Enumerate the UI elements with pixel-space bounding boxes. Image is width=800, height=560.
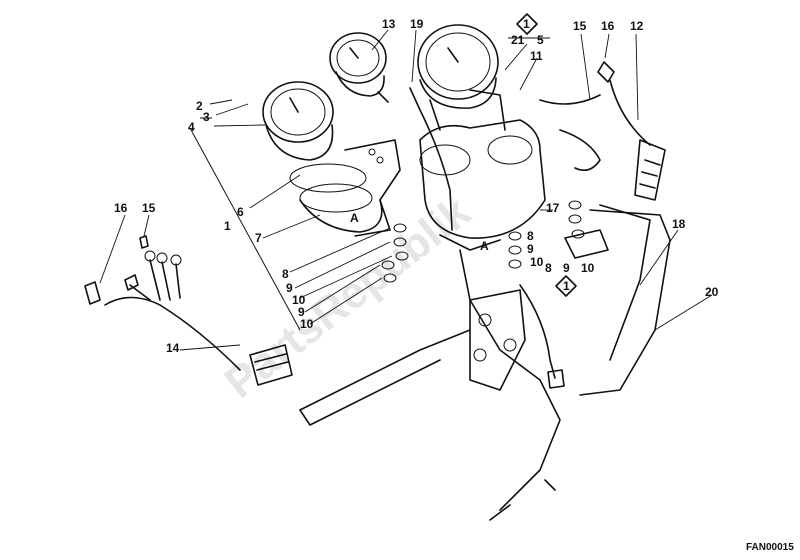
callout-9: 9 [563, 261, 570, 275]
callout-16: 16 [601, 19, 615, 33]
wiring-harness-left [84, 235, 293, 386]
callout-8: 8 [527, 229, 534, 243]
callout-8: 8 [545, 261, 552, 275]
leader-lines [99, 29, 713, 351]
callout-12: 12 [630, 19, 644, 33]
callout-9: 9 [286, 281, 293, 295]
diagram-code: FAN00015 [746, 542, 794, 553]
callout-10: 10 [530, 255, 544, 269]
speedometer-gauge [262, 81, 383, 233]
callout-7: 7 [255, 231, 262, 245]
callout-A: A [350, 211, 359, 225]
fastener-stack-left [381, 223, 409, 283]
callout-9: 9 [298, 305, 305, 319]
callout-18: 18 [672, 217, 686, 231]
callout-9: 9 [527, 242, 534, 256]
callout-A: A [480, 239, 489, 253]
group-bracket-left [189, 127, 301, 331]
callout-20: 20 [705, 285, 719, 299]
callout-1: 1 [523, 17, 530, 31]
callout-16: 16 [114, 201, 128, 215]
callout-11: 11 [530, 49, 543, 63]
callout-1: 1 [563, 279, 570, 293]
sensor-plug [547, 369, 565, 389]
callout-6: 6 [237, 205, 244, 219]
callout-19: 19 [410, 17, 424, 31]
sensor-lead [519, 284, 556, 379]
callout-10: 10 [292, 293, 306, 307]
fastener-stack-center [508, 231, 522, 269]
callout-3: 3 [203, 110, 210, 124]
support-frame [299, 204, 671, 521]
callout-17: 17 [546, 201, 560, 215]
callout-15: 15 [573, 19, 587, 33]
connector-top-right [539, 61, 666, 201]
callout-14: 14 [166, 341, 180, 355]
fastener-stack-right [564, 200, 609, 259]
callout-15: 15 [142, 201, 156, 215]
callout-13: 13 [382, 17, 396, 31]
reference-marker-center [555, 275, 577, 297]
callout-10: 10 [300, 317, 314, 331]
reference-marker-top [508, 13, 550, 39]
callout-5: 5 [537, 33, 544, 47]
callout-21: 21 [511, 33, 525, 47]
small-gauge [329, 32, 389, 103]
instrument-housing [419, 89, 546, 251]
callout-8: 8 [282, 267, 289, 281]
callout-10: 10 [581, 261, 595, 275]
callout-1: 1 [224, 219, 231, 233]
speedo-cable [409, 87, 453, 231]
callout-4: 4 [188, 120, 195, 134]
callout-2: 2 [196, 99, 203, 113]
tachometer-gauge [417, 24, 499, 109]
